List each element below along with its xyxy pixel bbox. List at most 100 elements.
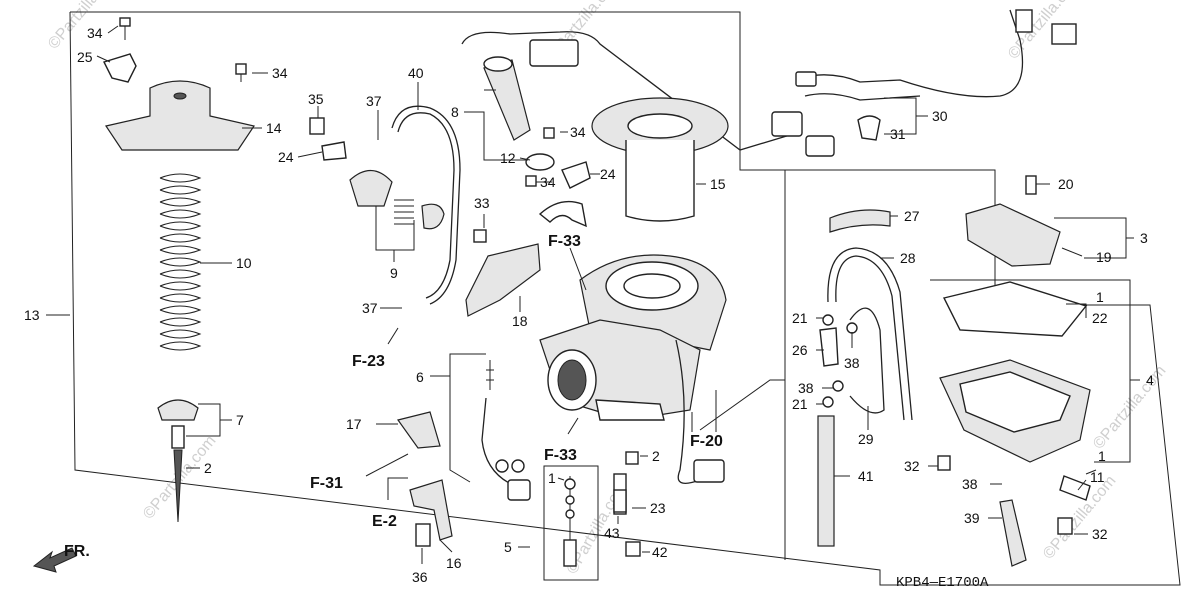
- callout-24: 24: [600, 166, 616, 182]
- ref-e2: E-2: [372, 513, 397, 530]
- tube-41: [817, 415, 835, 547]
- connector-f20: [693, 459, 725, 483]
- callout-23: 23: [650, 500, 666, 516]
- callout-10: 10: [236, 255, 252, 271]
- callout-12: 12: [500, 150, 516, 166]
- watermark: ©Partzilla.com: [45, 0, 124, 53]
- bracket-25: [103, 53, 137, 83]
- connector-f20-b: [805, 135, 835, 157]
- callout-34: 34: [87, 25, 103, 41]
- top-cover-group: [103, 17, 255, 523]
- lower-center-group: [396, 360, 641, 581]
- callout-33: 33: [474, 195, 490, 211]
- callout-34: 34: [570, 124, 586, 140]
- callout-16: 16: [446, 555, 462, 571]
- ref-f31: F-31: [310, 475, 343, 492]
- leader-lines: [46, 25, 1140, 564]
- top-center-group: [461, 31, 791, 228]
- clamp-24-b: [561, 161, 591, 189]
- ref-f20: F-20: [690, 433, 723, 450]
- callout-26: 26: [792, 342, 808, 358]
- front-label: FR.: [64, 543, 90, 560]
- screw-33: [473, 229, 487, 243]
- needle-holder-7: [157, 399, 199, 421]
- joint-26: [819, 327, 839, 367]
- callout-39: 39: [964, 510, 980, 526]
- screw-34-top: [119, 17, 131, 40]
- screw-34-right: [235, 63, 247, 82]
- slow-jet: [563, 539, 577, 567]
- callout-38: 38: [798, 380, 814, 396]
- callout-19: 19: [1096, 249, 1112, 265]
- callout-42: 42: [652, 544, 668, 560]
- callout-40: 40: [408, 65, 424, 81]
- callouts: 34 25 34 14 10 13 7 2 35 24 40 37 9 37 8…: [24, 25, 1154, 585]
- callout-14: 14: [266, 120, 282, 136]
- callout-8: 8: [451, 104, 459, 120]
- callout-22: 22: [1092, 310, 1108, 326]
- harness-30: [799, 9, 1024, 98]
- callout-31: 31: [890, 126, 906, 142]
- callout-1: 1: [1096, 289, 1104, 305]
- spring-10: [159, 173, 202, 351]
- callout-41: 41: [858, 468, 874, 484]
- valve-3: [965, 203, 1061, 267]
- callout-32: 32: [1092, 526, 1108, 542]
- carburetor-body: [465, 229, 727, 484]
- ref-f23: F-23: [352, 353, 385, 370]
- screw-20: [1025, 175, 1037, 195]
- jet-43: [613, 489, 627, 513]
- front-direction-arrow: FR.: [32, 543, 90, 573]
- o-ring-12: [525, 153, 555, 171]
- callout-37: 37: [362, 300, 378, 316]
- screw-34-d: [525, 175, 537, 187]
- drain-11: [1059, 475, 1091, 501]
- diagram-code: KPB4—E1700A: [896, 575, 989, 591]
- valve-body-9: [349, 169, 393, 207]
- callout-25: 25: [77, 49, 93, 65]
- callout-2: 2: [652, 448, 660, 464]
- plug-42: [625, 541, 641, 557]
- callout-9: 9: [390, 265, 398, 281]
- callout-6: 6: [416, 369, 424, 385]
- plate: [538, 200, 587, 228]
- callout-43: 43: [604, 525, 620, 541]
- callout-38: 38: [962, 476, 978, 492]
- callout-32: 32: [904, 458, 920, 474]
- assembly-outline: [69, 11, 1181, 586]
- bracket-18: [465, 243, 541, 317]
- callout-34: 34: [540, 174, 556, 190]
- callout-28: 28: [900, 250, 916, 266]
- callout-1: 1: [548, 470, 556, 486]
- callout-21: 21: [792, 396, 808, 412]
- connector-30: [771, 111, 803, 137]
- wire-harness-8: [461, 31, 791, 151]
- thermo-valve-group: [309, 105, 461, 305]
- clamp-24: [321, 141, 347, 161]
- callout-13: 13: [24, 307, 40, 323]
- right-group: [771, 9, 1091, 567]
- screw-32: [937, 455, 951, 471]
- hose-40: [391, 105, 461, 305]
- bolt-36: [415, 523, 431, 547]
- callout-29: 29: [858, 431, 874, 447]
- sensor-8: [483, 59, 531, 141]
- valve-9-right: [421, 203, 445, 230]
- hose-39: [999, 499, 1027, 567]
- callout-7: 7: [236, 412, 244, 428]
- link-17: [396, 411, 441, 449]
- jet-needle-2: [173, 449, 183, 523]
- callout-35: 35: [308, 91, 324, 107]
- hose-28: [827, 247, 913, 421]
- callout-5: 5: [504, 539, 512, 555]
- callout-4: 4: [1146, 372, 1154, 388]
- section-references: F-23 F-33 F-33 F-31 E-2 F-20: [310, 233, 723, 530]
- callout-24: 24: [278, 149, 294, 165]
- callout-30: 30: [932, 108, 948, 124]
- hose-29: [849, 307, 885, 414]
- callout-17: 17: [346, 416, 362, 432]
- callout-27: 27: [904, 208, 920, 224]
- callout-1: 1: [1098, 448, 1106, 464]
- callout-38: 38: [844, 355, 860, 371]
